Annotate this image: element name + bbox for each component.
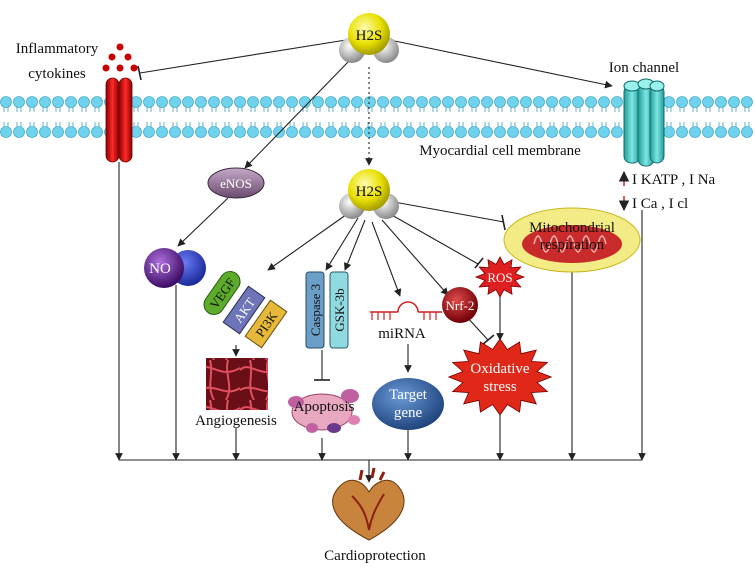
cytokine-dots bbox=[102, 43, 138, 72]
target-label-line1: Target bbox=[389, 387, 428, 403]
current-down-label: I Ca , I cl bbox=[632, 196, 688, 212]
cytokine-receptor bbox=[105, 77, 133, 163]
ion-channel-icon bbox=[623, 78, 665, 167]
target-gene-node: Target gene bbox=[372, 378, 444, 430]
enos-label: eNOS bbox=[220, 176, 252, 191]
vegf-akt-pi3k-group: VEGF AKT PI3K bbox=[203, 271, 288, 349]
nrf2-label: Nrf-2 bbox=[446, 298, 475, 313]
ros-label: ROS bbox=[487, 270, 512, 285]
gsk3b-label: GSK-3b bbox=[332, 288, 347, 331]
pathway-connectors bbox=[115, 39, 646, 483]
current-up-label: I KATP , I Na bbox=[632, 172, 716, 188]
nrf2-node: Nrf-2 bbox=[442, 287, 478, 323]
target-label-line2: gene bbox=[394, 405, 423, 421]
ion-currents: I KATP , I Na I Ca , I cl bbox=[618, 170, 716, 212]
angiogenesis-label: Angiogenesis bbox=[195, 413, 277, 429]
angiogenesis-image bbox=[206, 358, 268, 410]
inflammatory-label-line2: cytokines bbox=[28, 66, 86, 82]
mitochondria-node: Mitochondrial respiration bbox=[503, 207, 641, 273]
no-label: NO bbox=[149, 261, 171, 277]
h2s-top-label: H2S bbox=[356, 28, 383, 44]
mito-label-line1: Mitochondrial bbox=[529, 220, 615, 236]
caspase-gsk-group: Caspase 3 GSK-3b bbox=[305, 271, 349, 349]
apoptosis-cells: Apoptosis bbox=[288, 389, 360, 433]
ros-burst: ROS bbox=[474, 256, 526, 298]
oxidative-label-line1: Oxidative bbox=[470, 361, 529, 377]
cardioprotection-label: Cardioprotection bbox=[324, 548, 426, 564]
heart-icon bbox=[332, 467, 405, 541]
oxidative-stress-burst: Oxidative stress bbox=[447, 338, 553, 416]
mirna-node: miRNA bbox=[370, 301, 442, 342]
h2s-middle-label: H2S bbox=[356, 184, 383, 200]
mirna-label: miRNA bbox=[378, 326, 426, 342]
apoptosis-label: Apoptosis bbox=[294, 399, 355, 415]
no-molecule: NO bbox=[144, 248, 206, 288]
caspase3-label: Caspase 3 bbox=[308, 284, 323, 336]
inflammatory-label-line1: Inflammatory bbox=[16, 41, 99, 57]
ion-channel-label: Ion channel bbox=[609, 60, 679, 76]
mito-label-line2: respiration bbox=[540, 237, 605, 253]
h2s-molecule-middle: H2S bbox=[339, 169, 399, 219]
membrane-label: Myocardial cell membrane bbox=[419, 143, 581, 159]
h2s-molecule-top: H2S bbox=[339, 13, 399, 63]
myocardial-cell-membrane bbox=[0, 96, 753, 138]
enos-node: eNOS bbox=[207, 167, 265, 199]
oxidative-label-line2: stress bbox=[483, 379, 516, 395]
